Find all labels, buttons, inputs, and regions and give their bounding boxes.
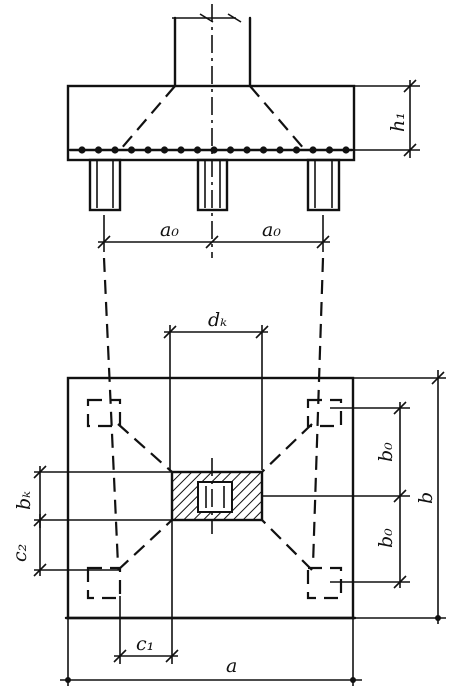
rebar-dot: [177, 146, 185, 154]
piles-elevation: [88, 158, 341, 212]
label-a0-left: a₀: [160, 219, 179, 241]
rebar-dot: [226, 146, 235, 154]
dimension-a0: a₀ a₀: [97, 215, 330, 252]
rebar-dot: [193, 146, 202, 154]
label-h1: h₁: [387, 112, 409, 132]
rebar-dot: [325, 146, 334, 154]
pile-plan-bottom-left: [86, 566, 122, 600]
rebar-dot: [210, 146, 218, 154]
projection-lines: [102, 257, 325, 566]
plan-view: dₖ: [9, 309, 446, 686]
pile-plan-top-left: [86, 398, 122, 428]
column: [172, 13, 252, 88]
rebar-dot: [243, 146, 251, 154]
dimension-dk: dₖ: [163, 309, 269, 470]
rebar-dot: [78, 146, 86, 154]
dimension-b0: b₀ b₀: [330, 401, 410, 589]
pile-plan-bottom-right: [306, 566, 343, 600]
rebar-dot: [160, 146, 169, 154]
rebar-dot: [127, 146, 136, 154]
pile-left: [88, 158, 122, 212]
rebar-dot: [276, 146, 284, 154]
label-b0-top: b₀: [375, 442, 397, 462]
dimension-c2: c₂: [9, 514, 120, 577]
label-b: b: [415, 492, 437, 504]
label-c1: c₁: [136, 633, 154, 655]
piles-plan: [86, 398, 343, 600]
label-bk: bₖ: [13, 491, 35, 510]
dimension-bk: bₖ: [13, 465, 172, 528]
column-section: [170, 470, 264, 522]
elevation-view: h₁ a₀ a₀: [66, 4, 420, 258]
pile-center: [196, 158, 229, 212]
dimension-c1: c₁: [113, 520, 179, 664]
label-a: a: [226, 655, 237, 677]
rebar-row: [78, 146, 350, 154]
label-dk: dₖ: [208, 309, 227, 331]
label-b0-bottom: b₀: [375, 528, 397, 548]
pile-right: [306, 158, 341, 212]
label-a0-right: a₀: [262, 219, 281, 241]
dimension-h1: h₁: [340, 79, 420, 158]
pile-plan-top-right: [306, 398, 343, 428]
rebar-dot: [309, 146, 317, 154]
dimension-a: a: [60, 618, 362, 686]
rebar-dot: [259, 146, 268, 154]
rebar-dot: [144, 146, 152, 154]
punching-diagonals: [117, 423, 313, 571]
rebar-dot: [111, 146, 119, 154]
label-c2: c₂: [9, 544, 31, 562]
rebar-dot: [94, 146, 103, 154]
dimension-b: b: [353, 370, 446, 624]
rebar-dot: [292, 146, 301, 154]
